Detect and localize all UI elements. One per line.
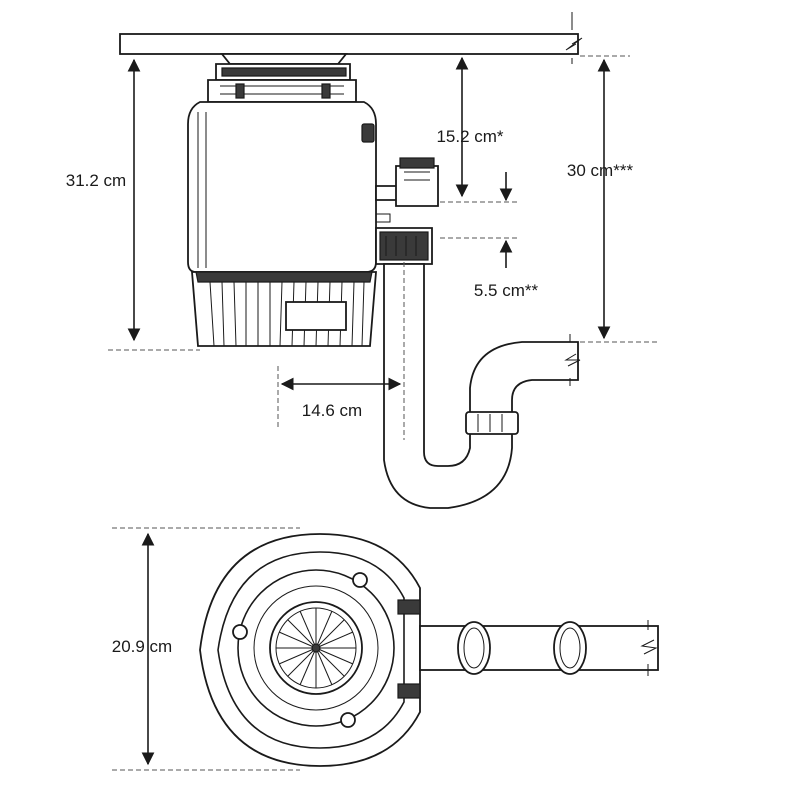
- countertop-break-mark: [565, 12, 583, 64]
- motor-housing: [191, 271, 377, 347]
- top-diameter-label: 20.9 cm: [112, 637, 172, 656]
- trap-height-label: 30 cm***: [567, 161, 634, 180]
- trap-slip-nut: [465, 411, 519, 435]
- dimension-outlet-offset: 14.6 cm: [280, 377, 402, 420]
- dishwasher-inlet: [375, 157, 439, 223]
- splash-guard-baffles: [276, 608, 356, 688]
- discharge-pipe: [375, 227, 581, 509]
- dimension-top-diameter: 20.9 cm: [112, 532, 172, 766]
- sink-flange: [207, 53, 357, 103]
- disposer-body: [187, 101, 377, 273]
- mounting-lugs: [232, 572, 421, 728]
- unit-height-label: 31.2 cm: [66, 171, 126, 190]
- inlet-gap-label: 5.5 cm**: [474, 281, 539, 300]
- sink-countertop: [119, 33, 579, 55]
- drain-height-label: 15.2 cm*: [436, 127, 503, 146]
- reset-button: [361, 123, 375, 143]
- dimension-trap-height: 30 cm***: [567, 58, 634, 340]
- dimension-unit-height: 31.2 cm: [66, 58, 141, 342]
- dimension-inlet-gap: 5.5 cm**: [474, 172, 539, 300]
- top-housing-ring: [217, 551, 405, 749]
- dimension-drain-height: 15.2 cm*: [436, 56, 504, 198]
- top-view: 20.9 cm: [112, 527, 659, 771]
- body-shading: [197, 112, 207, 268]
- top-inner-ring: [237, 569, 395, 727]
- top-mid-ring: [253, 585, 379, 711]
- side-view: 31.2 cm 15.2 cm* 5.5 cm** 30 cm*** 14.6 …: [66, 12, 660, 509]
- top-discharge-pipe: [419, 620, 659, 676]
- outlet-offset-label: 14.6 cm: [302, 401, 362, 420]
- reference-lines: [108, 55, 660, 430]
